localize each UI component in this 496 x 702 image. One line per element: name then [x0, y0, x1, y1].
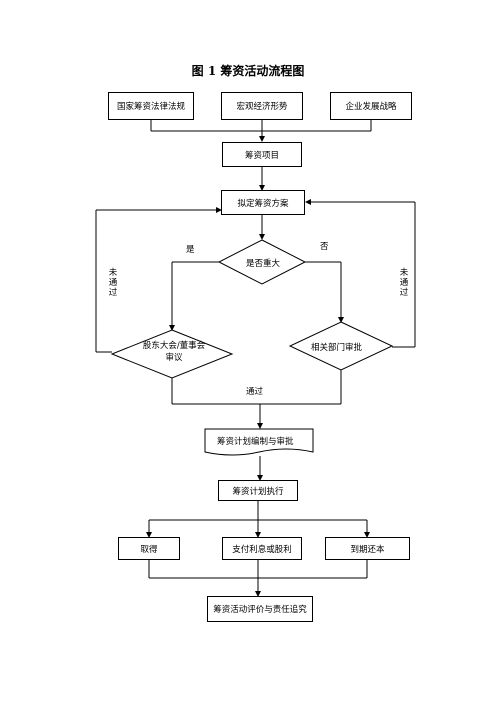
- decision-major-label: 是否重大: [246, 259, 281, 269]
- decision-major-shape: [217, 239, 307, 285]
- shareholders-review-label: 股东大会/董事会审议: [142, 341, 206, 363]
- repay-box: 到期还本: [325, 537, 410, 560]
- compile-plan-label: 筹资计划编制与审批: [217, 437, 294, 447]
- strategy-box: 企业发展战略: [330, 92, 412, 120]
- not-passed-left-label: 未通过: [108, 268, 118, 298]
- diagram-title: 图 1 筹资活动流程图: [191, 64, 305, 78]
- passed-label: 通过: [246, 387, 264, 397]
- obtain-box: 取得: [118, 537, 180, 560]
- evaluate-box: 筹资活动评价与责任追究: [207, 596, 313, 622]
- dept-approval-label: 相关部门审批: [311, 343, 363, 353]
- dept-approval-shape: [288, 321, 394, 371]
- pay-box: 支付利息或股利: [222, 537, 302, 560]
- plan-box: 拟定筹资方案: [221, 190, 305, 215]
- not-passed-right-label: 未通过: [399, 268, 409, 298]
- macro-box: 宏观经济形势: [221, 92, 303, 120]
- no-label: 否: [320, 242, 329, 252]
- yes-label: 是: [186, 245, 195, 255]
- shareholders-review-shape: [110, 329, 234, 379]
- compile-plan-shape: [204, 428, 314, 456]
- execute-box: 筹资计划执行: [218, 480, 298, 501]
- project-box: 筹资项目: [222, 142, 302, 167]
- law-box: 国家筹资法律法规: [108, 92, 194, 120]
